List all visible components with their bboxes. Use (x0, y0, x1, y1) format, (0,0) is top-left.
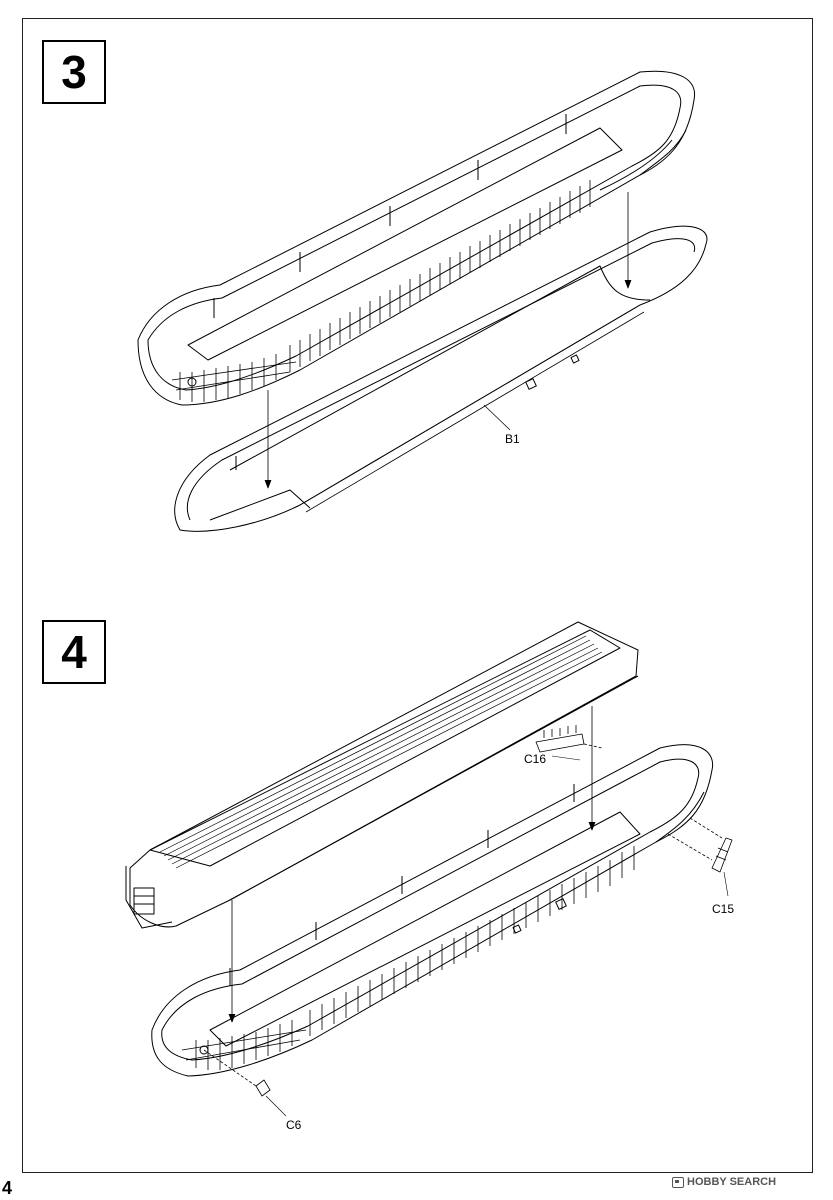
step-4-number-box: 4 (42, 620, 106, 684)
step4-stanchions (229, 784, 575, 986)
step3-lower-hull-b1 (174, 225, 708, 532)
step4-frame-ribs (181, 846, 635, 1070)
step4-deck-planking (159, 635, 603, 869)
step-3-number-box: 3 (42, 40, 106, 104)
callout-c6: C6 (286, 1118, 302, 1132)
page-number: 4 (2, 1178, 13, 1198)
step-4-number: 4 (61, 626, 87, 678)
callout-b1: B1 (505, 432, 520, 446)
callout-c16: C16 (524, 752, 547, 766)
part-c16 (535, 725, 603, 761)
step4-deck-piece (125, 621, 639, 929)
step4-hull (151, 744, 714, 1077)
page-frame (22, 18, 813, 1173)
step3-frame-ribs (171, 180, 591, 402)
callout-c15: C15 (712, 902, 735, 916)
step-3-number: 3 (61, 46, 87, 98)
camera-icon (672, 1176, 684, 1188)
step3-assembly-arrows (264, 192, 632, 489)
part-c6 (203, 1049, 287, 1117)
step3-upper-hull (137, 70, 696, 406)
watermark-text: HOBBY SEARCH (687, 1176, 777, 1188)
part-c15 (667, 817, 733, 897)
watermark: HOBBY SEARCH (672, 1176, 776, 1188)
step3-stanchions (213, 114, 567, 318)
